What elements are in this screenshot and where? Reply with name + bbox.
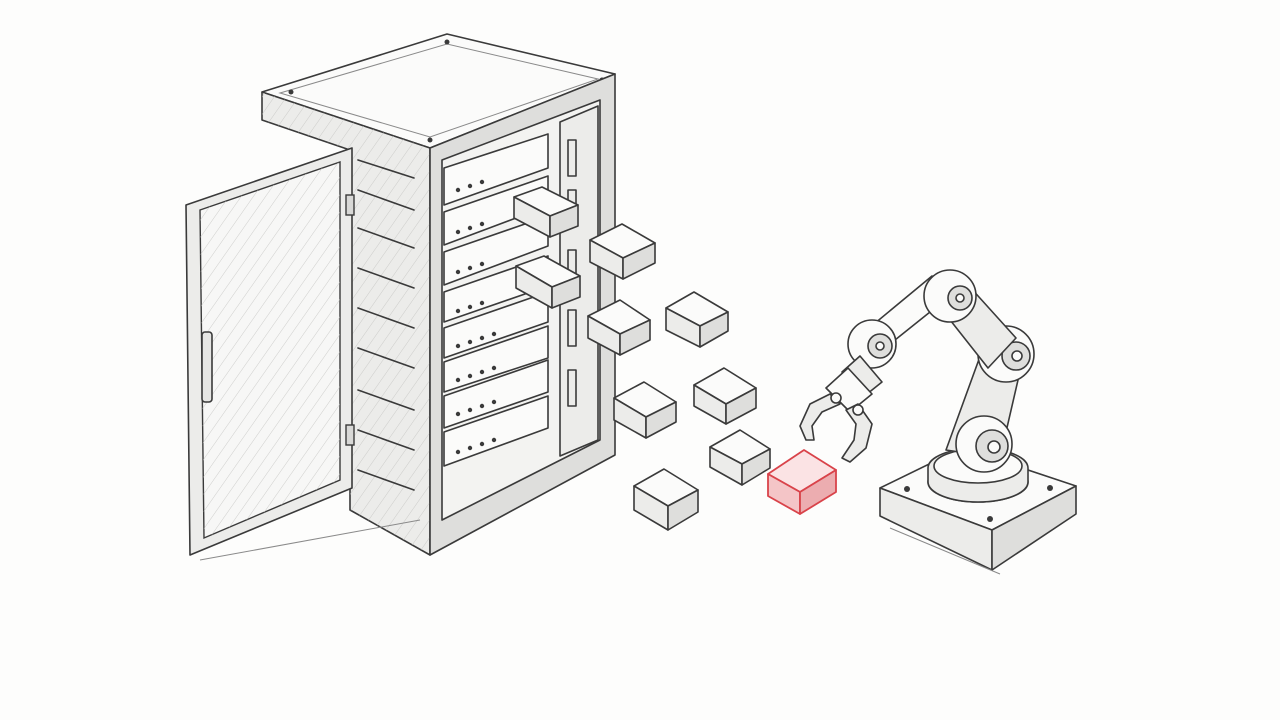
ground-shading: [199, 519, 1001, 575]
server-unit: [443, 325, 549, 393]
door-handle[interactable]: [201, 331, 213, 403]
data-block[interactable]: [587, 299, 651, 356]
rack-shelves: [357, 159, 415, 491]
server-unit: [443, 395, 549, 467]
floating-blocks: [587, 223, 837, 531]
server-unit: [443, 291, 549, 359]
data-block[interactable]: [613, 381, 677, 439]
server-units: [443, 133, 549, 467]
highlighted-data-block[interactable]: [767, 449, 837, 515]
robot-shoulder-joint: [923, 269, 977, 323]
server-unit: [443, 359, 549, 429]
robot-arm: [799, 269, 1077, 571]
data-block[interactable]: [665, 291, 729, 348]
server-unit: [443, 133, 549, 206]
door-hinge: [345, 194, 355, 216]
robot-gripper[interactable]: [799, 392, 873, 463]
ejected-module[interactable]: [515, 255, 581, 309]
ejected-module[interactable]: [513, 186, 579, 238]
data-block[interactable]: [633, 468, 699, 531]
data-block[interactable]: [589, 223, 656, 280]
rack-door[interactable]: [185, 147, 355, 556]
door-hinge: [345, 424, 355, 446]
data-block[interactable]: [709, 429, 771, 486]
robot-wrist-tool: [825, 355, 883, 413]
data-block[interactable]: [693, 367, 757, 425]
server-unit: [443, 215, 549, 286]
